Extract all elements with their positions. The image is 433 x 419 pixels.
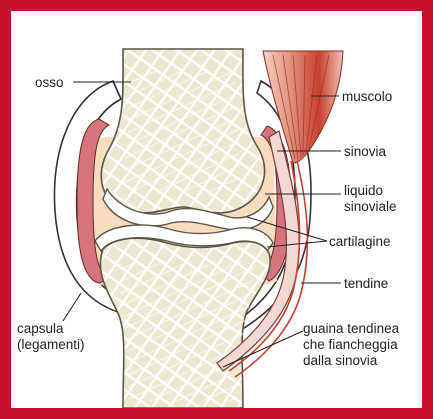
label-cartilagine: cartilagine <box>329 234 391 249</box>
label-guaina-line1: guaina tendinea <box>303 321 400 336</box>
label-osso: osso <box>35 75 64 90</box>
upper-bone-texture <box>123 71 241 191</box>
label-guaina-line2: che fiancheggia <box>303 337 398 352</box>
label-capsula-line1: capsula <box>17 321 64 336</box>
label-tendine: tendine <box>344 276 388 291</box>
label-capsula-line2: (legamenti) <box>17 337 85 352</box>
label-liquido-line1: liquido <box>344 183 383 198</box>
label-guaina-line3: dalla sinovia <box>303 353 378 368</box>
label-sinovia: sinovia <box>344 144 387 159</box>
lower-bone-texture <box>119 261 255 401</box>
label-muscolo: muscolo <box>342 89 392 104</box>
joint-diagram: osso muscolo sinovia liquido sinoviale c… <box>11 11 422 408</box>
label-liquido-line2: sinoviale <box>344 199 397 214</box>
